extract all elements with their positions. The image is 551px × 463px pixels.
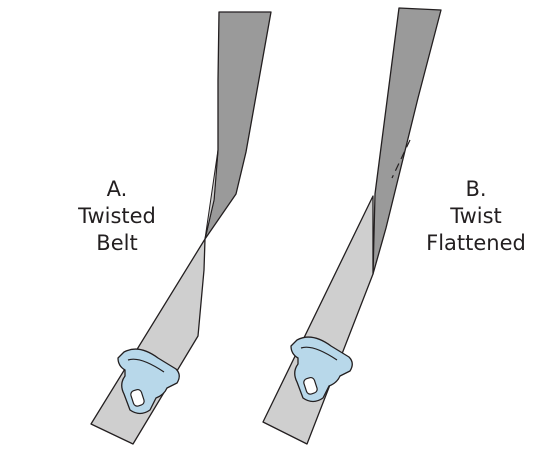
belt-b-lower-section [262,195,374,445]
buckle-a-hole [130,388,145,407]
label-b-line1: Twist [450,204,502,228]
buckle-a-slot [127,358,165,373]
label-panel-a: A. Twisted Belt [62,176,172,257]
buckle-b-hole [303,376,318,395]
belt-a-twist-highlight [204,149,219,240]
label-a-line2: Belt [96,231,138,255]
belt-a-group [90,11,272,445]
belt-b-fold-dash [391,139,411,179]
belt-a-lower-section [90,238,206,445]
label-a-letter: A. [106,177,128,201]
belt-a-upper-shade [204,11,272,240]
belt-b-group [262,7,442,445]
label-a-line1: Twisted [78,204,156,228]
label-b-letter: B. [465,177,487,201]
buckle-b-slot [300,346,338,361]
label-panel-b: B. Twist Flattened [417,176,535,257]
belt-b-upper-shade [372,7,442,275]
label-b-line2: Flattened [426,231,526,255]
